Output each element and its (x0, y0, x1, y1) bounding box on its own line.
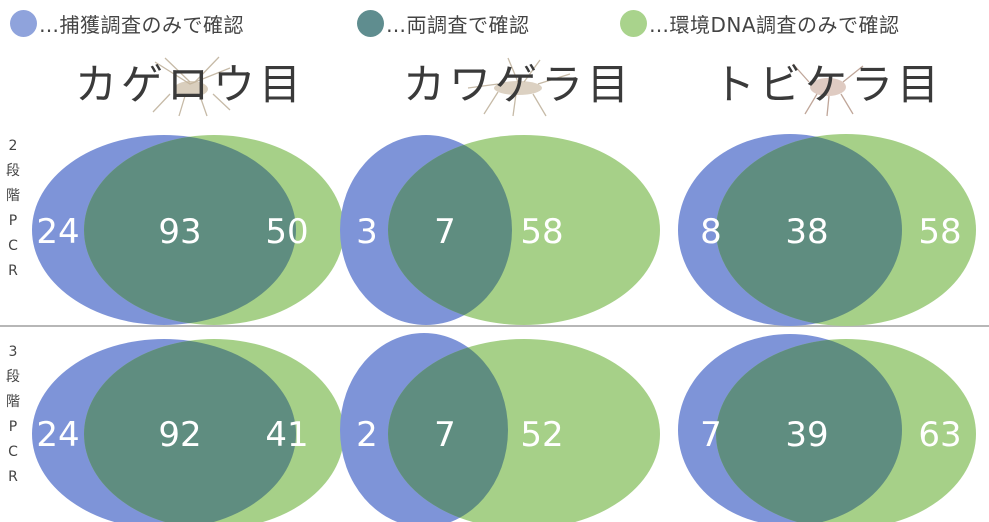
column-title-mayfly: カゲロウ目 (74, 60, 305, 109)
row-label-char: 段 (6, 163, 20, 179)
overlap-region (716, 134, 902, 326)
count-both: 92 (158, 415, 201, 455)
venn-caddisfly-2-stage: 8 38 58 (678, 134, 976, 326)
row-label-2-stage-pcr: 2 段 階 P C R (4, 134, 22, 284)
count-both: 93 (158, 212, 201, 252)
column-header-caddisfly: トビケラ目 (678, 52, 978, 118)
venn-caddisfly-3-stage: 7 39 63 (678, 334, 976, 522)
legend-label-edna-only: …環境DNA調査のみで確認 (649, 12, 900, 37)
legend-swatch-edna (620, 9, 647, 37)
legend-item-both: …両調査で確認 (357, 8, 530, 38)
legend-item-edna-only: …環境DNA調査のみで確認 (620, 8, 900, 38)
row-divider (0, 325, 989, 327)
caddisfly-icon (792, 63, 864, 117)
column-header-stonefly: カワゲラ目 (368, 52, 668, 118)
overlap-region (716, 339, 902, 522)
legend: …捕獲調査のみで確認 …両調査で確認 …環境DNA調査のみで確認 (0, 8, 989, 38)
venn-stonefly-3-stage: 2 7 52 (340, 333, 660, 522)
legend-swatch-both (357, 9, 384, 37)
row-label-char: 3 (8, 344, 18, 360)
count-edna-only: 58 (918, 212, 961, 252)
row-label-char: 階 (6, 188, 20, 204)
stonefly-icon (467, 57, 571, 117)
row-label-char: C (8, 444, 18, 460)
count-edna-only: 41 (265, 415, 308, 455)
row-label-char: R (8, 469, 18, 485)
column-header-mayfly: カゲロウ目 (40, 52, 340, 118)
count-edna-only: 52 (520, 415, 563, 455)
count-capture-only: 8 (700, 212, 722, 252)
row-label-3-stage-pcr: 3 段 階 P C R (4, 340, 22, 490)
legend-swatch-capture (10, 9, 37, 37)
count-edna-only: 58 (520, 212, 563, 252)
venn-mayfly-3-stage: 24 92 41 (32, 339, 344, 522)
count-both: 39 (785, 415, 828, 455)
overlap-region (388, 135, 512, 325)
row-label-char: 階 (6, 394, 20, 410)
venn-mayfly-2-stage: 24 93 50 (32, 135, 344, 325)
row-label-char: 2 (8, 138, 18, 154)
count-edna-only: 63 (918, 415, 961, 455)
mayfly-icon (152, 56, 231, 117)
count-capture-only: 24 (36, 415, 79, 455)
count-capture-only: 24 (36, 212, 79, 252)
row-label-char: 段 (6, 369, 20, 385)
row-label-char: P (8, 213, 18, 229)
legend-label-both: …両調査で確認 (386, 12, 530, 37)
overlap-region (388, 339, 508, 522)
count-edna-only: 50 (265, 212, 308, 252)
count-capture-only: 2 (356, 415, 378, 455)
count-both: 7 (434, 415, 456, 455)
legend-item-capture-only: …捕獲調査のみで確認 (10, 8, 244, 38)
count-capture-only: 3 (356, 212, 378, 252)
row-label-char: R (8, 263, 18, 279)
count-both: 7 (434, 212, 456, 252)
count-capture-only: 7 (700, 415, 722, 455)
row-label-char: C (8, 238, 18, 254)
count-both: 38 (785, 212, 828, 252)
venn-stonefly-2-stage: 3 7 58 (340, 135, 660, 325)
row-label-char: P (8, 419, 18, 435)
column-title-stonefly: カワゲラ目 (402, 60, 633, 109)
column-title-caddisfly: トビケラ目 (712, 60, 943, 109)
legend-label-capture-only: …捕獲調査のみで確認 (39, 12, 244, 37)
